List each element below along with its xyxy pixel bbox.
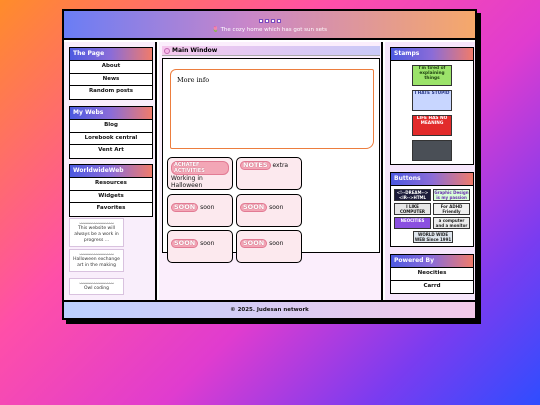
note-text: Owl coding <box>84 286 109 291</box>
content-card[interactable]: SOON soon <box>236 194 302 227</box>
button-badge[interactable]: Graphic Design is my passion <box>433 189 470 201</box>
site-container: 🌷 The cozy home which has got sun sets T… <box>62 9 477 320</box>
buttons-title: Buttons <box>391 173 473 186</box>
card-bubble-label: SOON <box>240 203 268 212</box>
card-bubble-label: ACHATEF ACTIVITIES <box>171 161 229 175</box>
button-badge[interactable]: For ADHD Friendly <box>433 203 470 215</box>
nav-box-my-webs: My Webs Blog Lorebook central Vent Art <box>69 106 153 159</box>
nav-link-resources[interactable]: Resources <box>70 178 152 191</box>
header-tagline: 🌷 The cozy home which has got sun sets <box>211 27 328 33</box>
button-badge[interactable]: I LIKE COMPUTER <box>394 203 431 215</box>
content-card[interactable]: SOON soon <box>236 230 302 263</box>
nav-box-worldwide-web: WorldwideWeb Resources Widgets Favorites <box>69 164 153 217</box>
card-bubble-label: NOTES <box>240 161 271 170</box>
note-text: This website will always be a work in pr… <box>74 226 119 243</box>
card-text: Working in Halloween <box>171 175 203 189</box>
nav-link-blog[interactable]: Blog <box>70 120 152 133</box>
nav-box-title: WorldwideWeb <box>70 165 152 178</box>
button-badge[interactable]: WORLD WIDE WEB Since 1991 <box>413 231 453 243</box>
card-bubble-label: SOON <box>240 239 268 248</box>
card-text: soon <box>269 204 284 211</box>
zigzag-divider: ᴗᴗᴗᴗᴗᴗᴗᴗᴗᴗᴗᴗᴗᴗᴗᴗ <box>79 220 114 225</box>
nav-link-favorites[interactable]: Favorites <box>70 203 152 216</box>
main-window-titlebar: Main Window <box>162 46 380 56</box>
powered-by-neocities[interactable]: Neocities <box>391 268 473 281</box>
card-text: soon <box>200 204 215 211</box>
site-footer: © 2025. Judesan network <box>64 300 475 318</box>
sidebar-note: ᴗᴗᴗᴗᴗᴗᴗᴗᴗᴗᴗᴗᴗᴗᴗᴗ Owl coding <box>69 278 124 295</box>
nav-link-vent-art[interactable]: Vent Art <box>70 145 152 158</box>
sidebar-note: ᴗᴗᴗᴗᴗᴗᴗᴗᴗᴗᴗᴗᴗᴗᴗᴗ Halloween exchange art … <box>69 249 124 272</box>
info-panel: More info <box>170 69 374 149</box>
content-card[interactable]: NOTES extra <box>236 157 302 190</box>
card-bubble-label: SOON <box>171 239 199 248</box>
button-badge[interactable]: <!--DREAM--> <IR-->HTML <box>394 189 431 201</box>
card-text: soon <box>200 240 215 247</box>
nav-box-the-page: The Page About News Random posts <box>69 47 153 100</box>
right-sidebar: Stamps I'm tired of explaining things I … <box>385 42 475 300</box>
nav-link-about[interactable]: About <box>70 61 152 74</box>
content-card[interactable]: SOON soon <box>167 230 233 263</box>
window-dot-icon <box>164 48 170 54</box>
card-text: soon <box>269 240 284 247</box>
main-window-title: Main Window <box>172 47 218 54</box>
powered-by-box: Powered By Neocities Carrd <box>390 254 474 294</box>
main-window-body: More info ACHATEF ACTIVITIES Working in … <box>162 58 380 263</box>
content-card[interactable]: ACHATEF ACTIVITIES Working in Halloween <box>167 157 233 190</box>
stamps-title: Stamps <box>391 48 473 61</box>
powered-by-carrd[interactable]: Carrd <box>391 280 473 293</box>
sidebar-note: ᴗᴗᴗᴗᴗᴗᴗᴗᴗᴗᴗᴗᴗᴗᴗᴗ This website will alway… <box>69 218 124 247</box>
note-text: Halloween exchange art in the making <box>73 257 120 268</box>
button-badge[interactable]: a computer and a monitor <box>433 217 470 229</box>
button-badge[interactable]: NEOCITIES <box>394 217 431 229</box>
nav-box-title: My Webs <box>70 107 152 120</box>
powered-by-title: Powered By <box>391 255 473 268</box>
zigzag-divider: ᴗᴗᴗᴗᴗᴗᴗᴗᴗᴗᴗᴗᴗᴗᴗᴗ <box>79 280 114 285</box>
main-window: Main Window More info ACHATEF ACTIVITIES… <box>159 42 383 300</box>
stamp-image <box>412 140 452 161</box>
nav-link-random-posts[interactable]: Random posts <box>70 86 152 99</box>
site-header: 🌷 The cozy home which has got sun sets <box>64 11 475 40</box>
logo-icon <box>64 18 475 25</box>
stamp-image: I'm tired of explaining things <box>412 65 452 86</box>
stamp-image: LIFE HAS NO MEANING <box>412 115 452 136</box>
nav-link-news[interactable]: News <box>70 73 152 86</box>
nav-link-lorebook[interactable]: Lorebook central <box>70 132 152 145</box>
buttons-box: Buttons <!--DREAM--> <IR-->HTML Graphic … <box>390 172 474 247</box>
nav-box-title: The Page <box>70 48 152 61</box>
nav-link-widgets[interactable]: Widgets <box>70 190 152 203</box>
card-text: extra <box>272 162 289 169</box>
content-card[interactable]: SOON soon <box>167 194 233 227</box>
info-text: More info <box>177 76 210 84</box>
left-sidebar: The Page About News Random posts My Webs… <box>64 42 157 300</box>
zigzag-divider: ᴗᴗᴗᴗᴗᴗᴗᴗᴗᴗᴗᴗᴗᴗᴗᴗ <box>79 251 114 256</box>
stamp-image: I HATE STUPID <box>412 90 452 111</box>
card-bubble-label: SOON <box>171 203 199 212</box>
stamps-box: Stamps I'm tired of explaining things I … <box>390 47 474 165</box>
